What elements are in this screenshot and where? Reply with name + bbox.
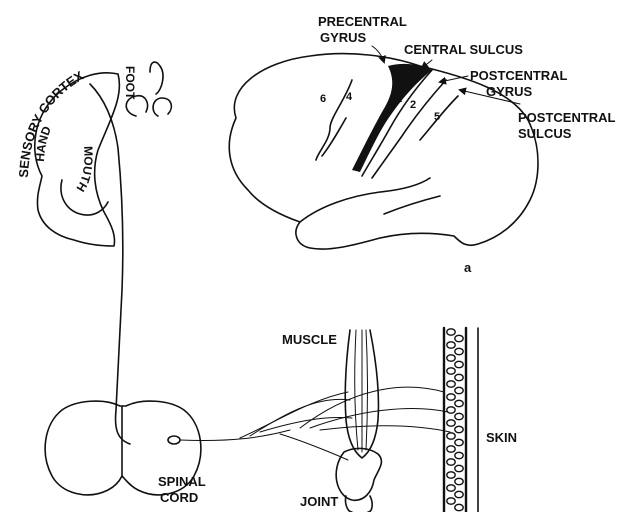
area-label-3: 3: [380, 89, 385, 99]
central-sulcus-arrow: [422, 60, 432, 68]
temporal-sulcus: [384, 196, 440, 214]
skin-cell: [455, 400, 463, 406]
nerve-trunk: [180, 430, 290, 441]
precentral-label-line2: GYRUS: [320, 30, 367, 45]
skin-section: SKIN: [444, 328, 517, 512]
skin-cell: [455, 374, 463, 380]
nerve-to-muscle-3: [260, 418, 352, 432]
nerve-to-skin-1: [300, 387, 444, 428]
postcentral-gyrus-label-line2: GYRUS: [486, 84, 533, 99]
postcentral-sulcus-label-line2: SULCUS: [518, 126, 572, 141]
peripheral-nerves: [180, 387, 450, 460]
central-sulcus-band: [352, 64, 432, 172]
skin-cell: [447, 420, 455, 426]
skin-cell: [455, 361, 463, 367]
area-label-5: 5: [434, 111, 440, 123]
skin-cell: [447, 498, 455, 504]
skin-cell: [455, 465, 463, 471]
spinal-label-line2: CORD: [160, 490, 198, 505]
skin-cell: [447, 368, 455, 374]
area-label-4: 4: [346, 91, 353, 103]
postcentral-gyrus-label-line1: POSTCENTRAL: [470, 68, 568, 83]
precentral-label-line1: PRECENTRAL: [318, 14, 407, 29]
skin-cell: [455, 348, 463, 354]
muscle-fibre-1: [355, 330, 358, 450]
muscle-label: MUSCLE: [282, 332, 337, 347]
skin-cells: [447, 329, 463, 511]
skin-cell: [447, 459, 455, 465]
skin-cell: [447, 433, 455, 439]
joint-label: JOINT: [300, 494, 338, 509]
lateral-fissure: [300, 178, 430, 222]
skin-cell: [455, 504, 463, 510]
skin-cell: [455, 478, 463, 484]
nerve-to-muscle-1: [240, 392, 348, 438]
precentral-arrow: [372, 46, 384, 62]
postcentral-sulcus-label-line1: POSTCENTRAL: [518, 110, 616, 125]
skin-cell: [455, 387, 463, 393]
skin-cell: [455, 491, 463, 497]
area-label-2: 2: [410, 99, 416, 111]
foot-label: FOOT: [123, 66, 137, 100]
skin-cell: [447, 485, 455, 491]
skin-cell: [447, 381, 455, 387]
skin-cell: [447, 342, 455, 348]
area-label-6: 6: [320, 93, 326, 105]
skin-label: SKIN: [486, 430, 517, 445]
brain-lateral-view: 6 4 3 1 2 5 PRECENTRAL GYRUS CENTRAL SUL…: [229, 14, 615, 275]
spinal-label-line1: SPINAL: [158, 474, 206, 489]
dorsal-root-ganglion: [168, 436, 180, 444]
mouth-label: MOUTH: [73, 146, 95, 194]
skin-cell: [447, 394, 455, 400]
skin-cell: [447, 355, 455, 361]
muscle-fibre-3: [366, 330, 368, 450]
skin-cell: [447, 329, 455, 335]
sensory-cortex-label: SENSORY CORTEX: [16, 68, 86, 178]
skin-cell: [455, 426, 463, 432]
coronal-section: SENSORY CORTEX HAND MOUTH FOOT: [16, 62, 171, 444]
nerve-to-skin-3: [320, 426, 450, 432]
area-6-sulcus: [322, 118, 346, 156]
spinal-cord: SPINAL CORD: [45, 401, 206, 505]
skin-cell: [455, 452, 463, 458]
skin-cell: [447, 446, 455, 452]
area-label-1: 1: [396, 93, 402, 105]
skin-cell: [447, 407, 455, 413]
skin-cell: [455, 335, 463, 341]
ascending-fibre: [90, 84, 130, 444]
skin-cell: [455, 439, 463, 445]
panel-letter: a: [464, 260, 472, 275]
medial-hook-right: [153, 98, 171, 116]
central-sulcus-label: CENTRAL SULCUS: [404, 42, 523, 57]
skin-cell: [447, 472, 455, 478]
skin-cell: [455, 413, 463, 419]
foot-fold: [150, 62, 163, 94]
nerve-to-joint: [280, 434, 348, 460]
